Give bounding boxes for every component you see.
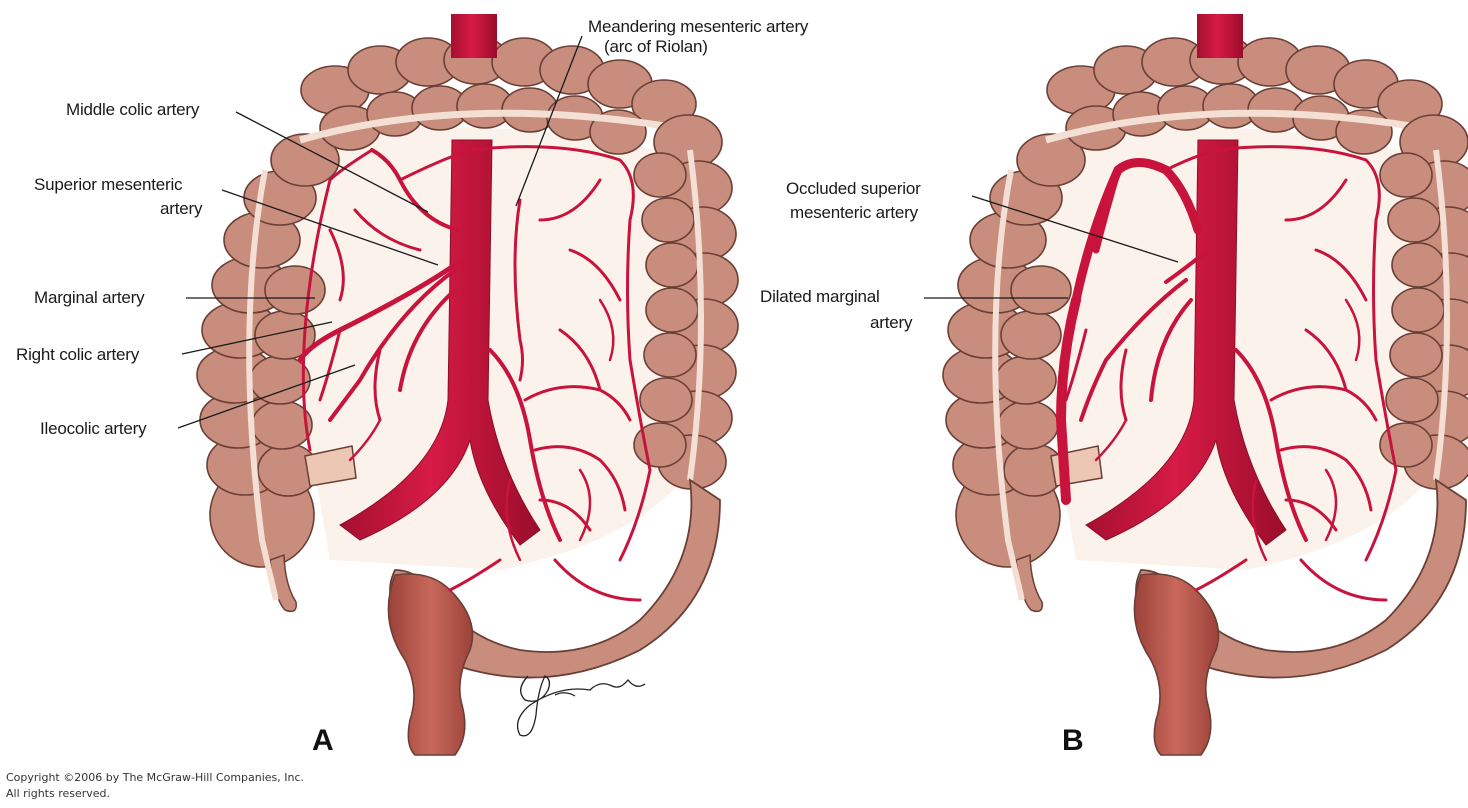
label-occluded-sma: Occluded superior (786, 179, 921, 198)
label-meandering-mesenteric-artery: Meandering mesenteric artery (588, 17, 809, 36)
label-middle-colic-artery: Middle colic artery (66, 100, 200, 119)
label-arc-of-riolan: (arc of Riolan) (604, 37, 708, 56)
label-marginal-artery: Marginal artery (34, 288, 145, 307)
rectum-b (1134, 574, 1218, 755)
panel-letter-b: B (1062, 724, 1084, 757)
copyright-line-2: All rights reserved. (6, 786, 304, 802)
label-right-colic-artery: Right colic artery (16, 345, 140, 364)
aorta-top-b (1197, 14, 1243, 58)
copyright-notice: Copyright ©2006 by The McGraw-Hill Compa… (6, 770, 304, 802)
rectum-a (388, 574, 472, 755)
label-occluded-sma-2: mesenteric artery (790, 203, 919, 222)
copyright-line-1: Copyright ©2006 by The McGraw-Hill Compa… (6, 770, 304, 786)
aorta-top-a (451, 14, 497, 58)
panel-a: Meandering mesenteric artery (arc of Rio… (16, 14, 809, 757)
label-ileocolic-artery: Ileocolic artery (40, 419, 147, 438)
label-dilated-marginal-artery-2: artery (870, 313, 913, 332)
panel-letter-a: A (312, 724, 334, 757)
descending-colon-a (634, 115, 738, 489)
descending-colon-b (1380, 115, 1468, 489)
artist-signature (518, 676, 645, 736)
label-superior-mesenteric-artery-2: artery (160, 199, 203, 218)
label-superior-mesenteric-artery: Superior mesenteric (34, 175, 183, 194)
panel-b: Occluded superior mesenteric artery Dila… (760, 14, 1468, 757)
label-dilated-marginal-artery: Dilated marginal (760, 287, 880, 306)
